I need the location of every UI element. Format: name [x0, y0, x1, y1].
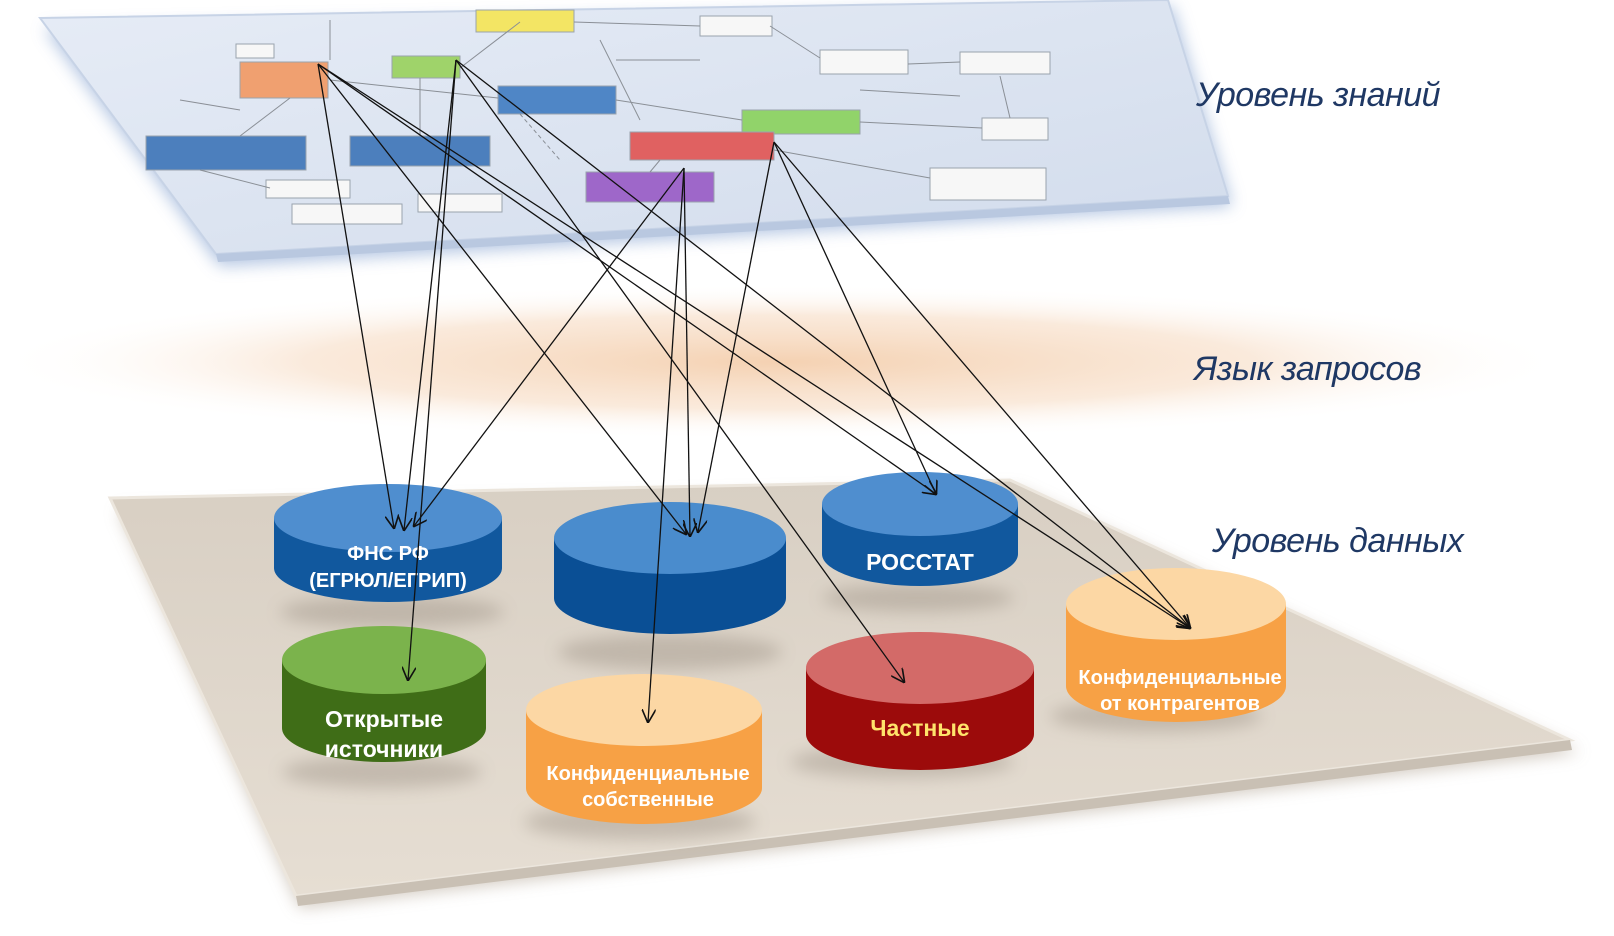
layer-label-data: Уровень данных: [1211, 522, 1465, 560]
source-private-label: Частные: [870, 715, 969, 741]
schema-box-white-9: [235, 43, 275, 59]
schema-box-white-1: [265, 179, 351, 199]
layer-label-knowledge: Уровень знаний: [1195, 76, 1441, 114]
query-arrow: [404, 59, 457, 530]
source-contractors-cylinder: Конфиденциальные от контрагентов: [1066, 568, 1286, 722]
query-arrow: [414, 167, 685, 526]
source-contractors-label-line2: от контрагентов: [1100, 693, 1260, 715]
query-arrow: [455, 59, 904, 682]
query-arrow: [408, 59, 457, 680]
query-arrows: [317, 59, 1190, 722]
source-fns-cylinder: ФНС РФ (ЕГРЮЛ/ЕГРИП): [274, 484, 502, 602]
query-arrow: [317, 63, 1190, 628]
query-arrow: [773, 141, 1190, 628]
source-fns-label-line1: ФНС РФ: [347, 543, 429, 565]
schema-box-blue: [497, 85, 617, 115]
schema-box-white-6: [981, 117, 1049, 141]
schema-box-green: [391, 55, 461, 79]
schema-box-yellow: [475, 9, 575, 33]
schema-box-white-3: [819, 49, 909, 75]
schema-box-blue-2: [145, 135, 307, 171]
schema-box-white-5: [929, 167, 1047, 201]
layer-label-query: Язык запросов: [1192, 350, 1421, 388]
knowledge-plane: [38, 0, 1232, 266]
schema-box-white-2: [291, 203, 403, 225]
source-open-label-line2: источники: [325, 736, 443, 762]
query-arrow: [455, 59, 1190, 628]
knowledge-schema: [145, 9, 1051, 225]
query-arrow: [698, 141, 775, 532]
source-private-cylinder: Частные: [806, 632, 1034, 770]
schema-box-orange: [239, 61, 329, 99]
schema-box-white-8: [417, 193, 503, 213]
query-arrow: [317, 63, 394, 528]
knowledge-schema-links: [179, 20, 1011, 189]
schema-box-red: [629, 131, 775, 161]
source-unlabeled-cylinder: [554, 502, 786, 634]
source-own-label-line2: собственные: [582, 789, 714, 811]
schema-box-white-7: [699, 15, 773, 37]
schema-box-white-4: [959, 51, 1051, 75]
query-layer-glow: [0, 284, 1570, 440]
source-rosstat-label: РОССТАТ: [866, 549, 974, 575]
source-open-cylinder: Открытые источники: [282, 626, 486, 762]
query-arrow: [684, 167, 690, 536]
query-arrow: [648, 167, 685, 722]
query-arrow: [317, 63, 686, 534]
source-fns-label-line2: (ЕГРЮЛ/ЕГРИП): [309, 570, 467, 592]
schema-box-blue-3: [349, 135, 491, 167]
source-contractors-label-line1: Конфиденциальные: [1078, 667, 1281, 689]
query-arrow: [773, 141, 936, 494]
source-own-label-line1: Конфиденциальные: [546, 763, 749, 785]
query-arrow: [317, 63, 936, 494]
source-open-label-line1: Открытые: [325, 706, 443, 732]
schema-box-green-2: [741, 109, 861, 135]
schema-box-purple: [585, 171, 715, 203]
source-own-cylinder: Конфиденциальные собственные: [526, 674, 762, 824]
source-rosstat-cylinder: РОССТАТ: [822, 472, 1018, 586]
